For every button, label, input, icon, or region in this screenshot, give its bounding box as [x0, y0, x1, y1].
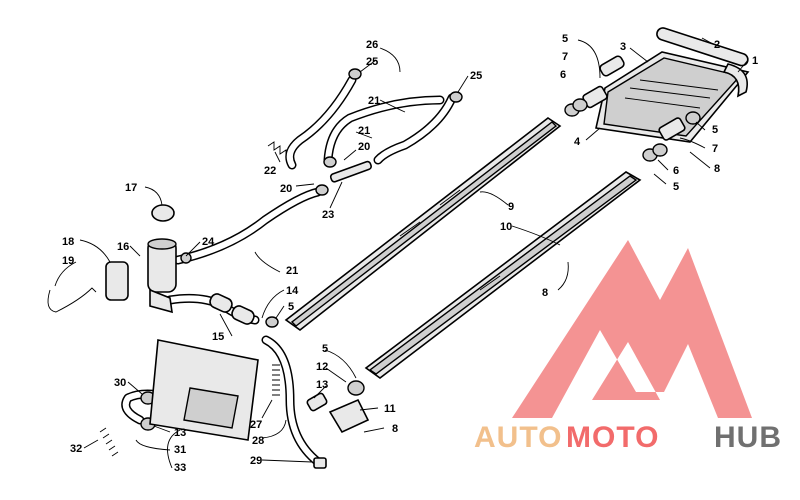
radiator-bracket [722, 63, 748, 98]
callout-13: 13 [174, 427, 186, 439]
callout-25: 25 [470, 70, 482, 82]
hose-clamp [685, 111, 701, 125]
tank-elbow [149, 288, 173, 314]
callout-33: 33 [174, 462, 186, 474]
callout-12: 12 [316, 361, 328, 373]
watermark-hub: HUB [714, 421, 782, 454]
callout-7: 7 [712, 143, 718, 155]
small-parts [47, 68, 463, 469]
callout-26: 26 [366, 39, 378, 51]
watermark-logo [512, 240, 752, 418]
clamp-20 [315, 184, 329, 196]
radiator-face [603, 57, 742, 137]
clamp-24 [180, 252, 192, 264]
callout-18: 18 [62, 236, 74, 248]
callout-5: 5 [562, 33, 568, 45]
hose-clamp [572, 98, 588, 112]
callout-1: 1 [752, 55, 758, 67]
callout-14: 14 [286, 285, 299, 297]
callout-21: 21 [368, 95, 380, 107]
radiator-hose-connector [658, 117, 686, 141]
callout-25: 25 [366, 56, 378, 68]
coupler-11 [328, 398, 370, 434]
callout-4: 4 [574, 136, 581, 148]
callout-27: 27 [250, 419, 262, 431]
drain-fitting-29 [313, 457, 327, 469]
clamp-25 [348, 68, 362, 80]
callout-21: 21 [358, 125, 370, 137]
callout-8: 8 [714, 163, 720, 175]
bracket-18 [105, 261, 129, 301]
callout-13: 13 [316, 379, 328, 391]
clamp-12 [347, 380, 365, 396]
callout-28: 28 [252, 435, 264, 447]
callout-21: 21 [286, 265, 298, 277]
callout-32: 32 [70, 443, 82, 455]
radiator-assembly [564, 27, 750, 162]
hose-segment-15 [209, 293, 233, 313]
heat-exchanger-upper [284, 117, 562, 331]
radiator-top-bar [656, 27, 749, 67]
callout-20: 20 [358, 141, 370, 153]
callout-10: 10 [500, 221, 512, 233]
callout-7: 7 [562, 51, 568, 63]
connector-13 [306, 392, 328, 412]
clamp-20 [323, 156, 337, 168]
callout-6: 6 [560, 69, 566, 81]
callout-24: 24 [202, 236, 215, 248]
t-fitting-23 [329, 160, 372, 183]
callout-29: 29 [250, 455, 262, 467]
tank-cap-17 [151, 204, 175, 222]
callout-5: 5 [673, 181, 679, 193]
clamp-25 [449, 91, 463, 103]
callout-17: 17 [125, 182, 137, 194]
callout-5: 5 [288, 301, 294, 313]
callout-23: 23 [322, 209, 334, 221]
hose-clamp [652, 143, 668, 157]
callout-19: 19 [62, 255, 74, 267]
strap-19 [47, 287, 97, 313]
callout-16: 16 [117, 241, 129, 253]
leader-lines [54, 37, 749, 469]
callout-3: 3 [620, 41, 626, 53]
heat-exchanger-lower [364, 171, 642, 379]
radiator-fins [624, 79, 719, 109]
callout-2: 2 [714, 39, 720, 51]
callout-5: 5 [322, 343, 328, 355]
hose-segment-14 [231, 305, 255, 325]
spring-22 [267, 141, 287, 158]
callout-20: 20 [280, 183, 292, 195]
callout-9: 9 [508, 201, 514, 213]
clamp-5 [265, 316, 279, 328]
radiator-hose-connector [599, 55, 625, 77]
watermark-triangle-icon [512, 240, 752, 418]
watermark-moto: MOTO [566, 421, 659, 454]
callout-6: 6 [673, 165, 679, 177]
callout-8: 8 [542, 287, 548, 299]
spring-27 [272, 364, 280, 396]
callout-11: 11 [384, 403, 396, 415]
callout-5: 5 [712, 124, 718, 136]
callout-31: 31 [174, 444, 186, 456]
callout-30: 30 [114, 377, 126, 389]
callout-8: 8 [392, 423, 398, 435]
watermark-auto: AUTO [474, 421, 562, 454]
watermark-text: AUTO MOTO HUB [474, 421, 782, 454]
callout-15: 15 [212, 331, 224, 343]
spring-32 [99, 427, 119, 457]
callout-22: 22 [264, 165, 276, 177]
